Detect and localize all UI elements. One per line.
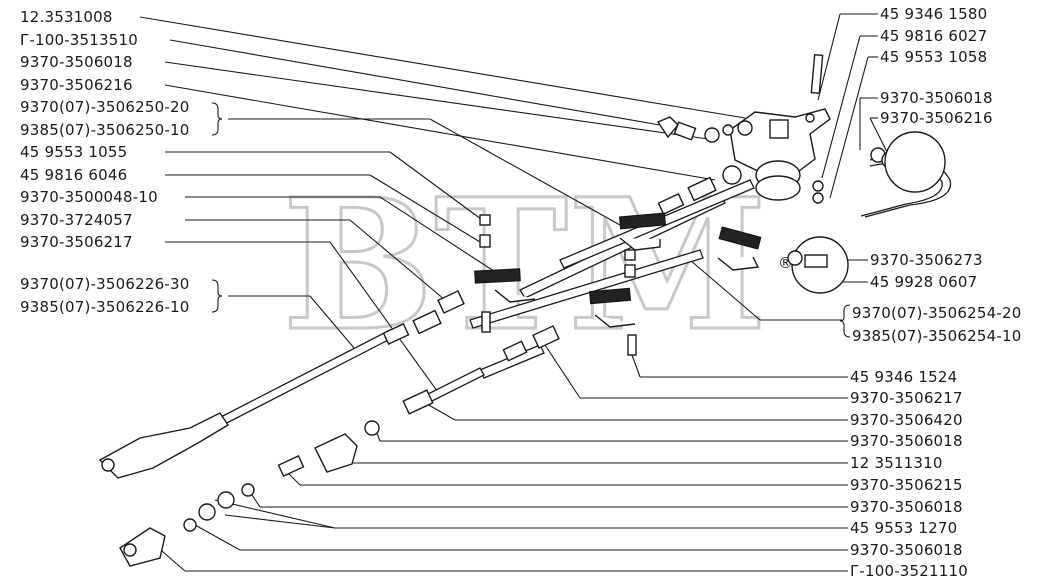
label-right-16: 9370-3506018	[850, 498, 963, 516]
bolts-drawing	[479, 214, 637, 356]
clevis-drawing	[98, 412, 229, 567]
brace-right-1	[839, 304, 851, 338]
label-left-13: 9385(07)-3506226-10	[20, 298, 189, 316]
parts-art	[98, 53, 952, 567]
label-left-12: 9370(07)-3506226-30	[20, 275, 189, 293]
label-left-10: 9370-3724057	[20, 211, 133, 229]
left-labels: 12.3531008 Г-100-3513510 9370-3506018 93…	[20, 8, 189, 316]
lower-fittings-drawing	[183, 290, 560, 532]
brake-valve-drawing	[729, 53, 831, 204]
label-left-1: 12.3531008	[20, 8, 113, 26]
clamps-drawing	[474, 212, 762, 328]
upper-fitting-drawing	[656, 116, 734, 143]
label-left-6: 9385(07)-3506250-10	[20, 121, 189, 139]
label-right-15: 9370-3506215	[850, 476, 963, 494]
label-left-9: 9370-3500048-10	[20, 188, 158, 206]
label-right-4: 9370-3506018	[880, 89, 993, 107]
brace-left-1	[211, 102, 223, 136]
brace-left-2	[211, 279, 223, 313]
label-right-1: 45 9346 1580	[880, 5, 987, 23]
label-right-14: 12 3511310	[850, 454, 943, 472]
label-right-10: 45 9346 1524	[850, 368, 957, 386]
right-labels: 45 9346 1580 45 9816 6027 45 9553 1058 9…	[850, 5, 1021, 580]
label-left-11: 9370-3506217	[20, 233, 133, 251]
label-left-8: 45 9816 6046	[20, 166, 127, 184]
label-right-18: 9370-3506018	[850, 541, 963, 559]
watermark: BTM	[282, 160, 767, 371]
label-right-19: Г-100-3521110	[850, 562, 968, 580]
label-right-2: 45 9816 6027	[880, 27, 987, 45]
label-right-5: 9370-3506216	[880, 109, 993, 127]
label-left-3: 9370-3506018	[20, 53, 133, 71]
label-right-12: 9370-3506420	[850, 411, 963, 429]
label-left-5: 9370(07)-3506250-20	[20, 98, 189, 116]
leader-lines	[139, 13, 891, 572]
label-right-17: 45 9553 1270	[850, 519, 957, 537]
label-left-7: 45 9553 1055	[20, 143, 127, 161]
label-left-2: Г-100-3513510	[20, 31, 138, 49]
label-left-4: 9370-3506216	[20, 76, 133, 94]
pipe-loop-drawing	[787, 131, 952, 294]
label-right-7: 45 9928 0607	[870, 273, 977, 291]
label-right-6: 9370-3506273	[870, 251, 983, 269]
label-right-13: 9370-3506018	[850, 432, 963, 450]
label-right-3: 45 9553 1058	[880, 48, 987, 66]
valve-fittings-drawing	[657, 165, 742, 216]
label-right-11: 9370-3506217	[850, 389, 963, 407]
label-right-9: 9385(07)-3506254-10	[852, 327, 1021, 345]
label-right-8: 9370(07)-3506254-20	[852, 304, 1021, 322]
